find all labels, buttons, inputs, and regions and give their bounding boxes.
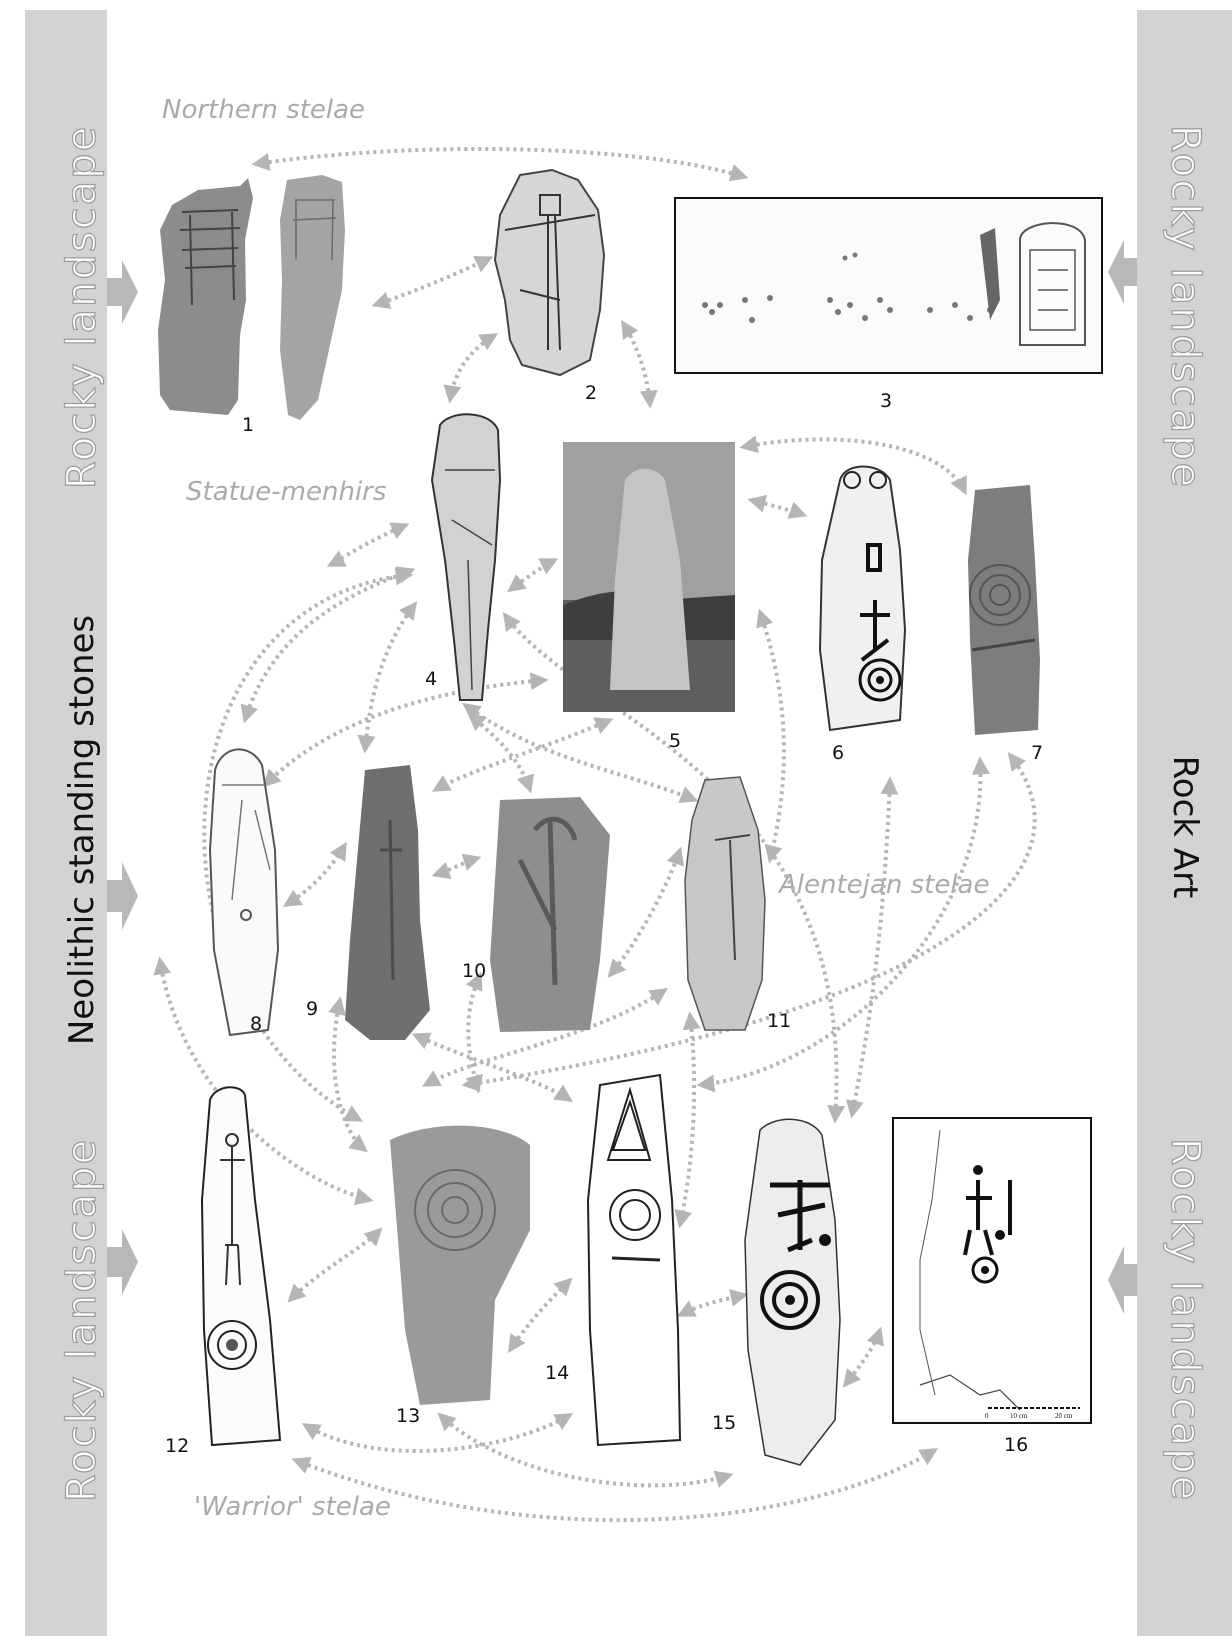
arrow-10-13 bbox=[468, 975, 480, 1090]
figure-8-stone bbox=[210, 749, 278, 1035]
figure-number-6: 6 bbox=[832, 742, 844, 764]
arrow-4-5 bbox=[510, 560, 555, 590]
figure-1-stones bbox=[158, 175, 345, 420]
figure-number-13: 13 bbox=[396, 1405, 420, 1427]
arrow-2-4 bbox=[450, 335, 495, 400]
arrow-1-3 bbox=[255, 149, 745, 177]
right-arrow-top bbox=[1108, 240, 1137, 304]
stone-1b bbox=[280, 175, 345, 420]
arrow-5-6 bbox=[751, 500, 804, 515]
figure-3-panel bbox=[675, 198, 1102, 373]
arrow-4-8 bbox=[245, 570, 412, 720]
figure-number-10: 10 bbox=[462, 960, 486, 982]
figure-7-stone bbox=[968, 485, 1040, 735]
arrow-13-15 bbox=[440, 1415, 730, 1485]
arrow-9-14 bbox=[415, 1035, 570, 1100]
arrow-12-14 bbox=[305, 1415, 570, 1451]
figure-number-9: 9 bbox=[306, 998, 318, 1020]
arrow-11-14 bbox=[680, 1015, 694, 1225]
arrow-10-11 bbox=[610, 850, 680, 975]
arrow-1-2 bbox=[375, 258, 490, 305]
stone-11 bbox=[685, 777, 765, 1030]
scale-mid: 10 cm bbox=[1010, 1412, 1028, 1420]
arrow-4-11 bbox=[465, 705, 695, 800]
figure-11-stone bbox=[685, 777, 765, 1030]
stone-15 bbox=[745, 1119, 840, 1465]
right-arrow-bottom bbox=[1108, 1246, 1137, 1314]
stone-9 bbox=[345, 765, 430, 1040]
figure-14-stone bbox=[588, 1075, 680, 1445]
scale-end: 20 cm bbox=[1055, 1412, 1073, 1420]
stone-1a bbox=[158, 178, 253, 415]
figure-10-stone bbox=[490, 797, 610, 1032]
left-arrow-bottom bbox=[107, 1229, 138, 1295]
figure-number-7: 7 bbox=[1031, 742, 1043, 764]
figure-16-panel: 0 10 cm 20 cm bbox=[893, 1118, 1091, 1423]
stone-7 bbox=[968, 485, 1040, 735]
figure-15-stone bbox=[745, 1119, 840, 1465]
figure-number-8: 8 bbox=[250, 1013, 262, 1035]
figure-5-photo bbox=[563, 442, 735, 712]
stone-13 bbox=[390, 1126, 530, 1405]
figure-4-stone bbox=[432, 414, 500, 700]
figure-number-12: 12 bbox=[165, 1435, 189, 1457]
stone-2 bbox=[495, 170, 604, 375]
arrow-5-9 bbox=[435, 720, 610, 790]
figure-number-16: 16 bbox=[1004, 1434, 1028, 1456]
figure-13-stone bbox=[390, 1126, 530, 1405]
arrow-8-9 bbox=[286, 845, 345, 905]
arrow-4-9 bbox=[365, 604, 415, 750]
figure-number-11: 11 bbox=[767, 1010, 791, 1032]
arrow-14-15 bbox=[680, 1295, 745, 1315]
arrow-15-16 bbox=[845, 1330, 880, 1385]
figure-number-4: 4 bbox=[425, 668, 437, 690]
arrow-2-5 bbox=[623, 323, 650, 405]
figure-2-stone bbox=[495, 170, 604, 375]
figure-number-3: 3 bbox=[880, 390, 892, 412]
stone-8 bbox=[210, 749, 278, 1035]
arrow-13-14 bbox=[510, 1280, 570, 1350]
arrow-6-15 bbox=[852, 780, 890, 1115]
figure-6-stone bbox=[820, 467, 905, 731]
stone-12 bbox=[202, 1087, 280, 1445]
arrow-12-13 bbox=[290, 1230, 380, 1300]
left-arrow-top bbox=[107, 260, 138, 324]
panel-16-frame bbox=[893, 1118, 1091, 1423]
left-arrow-middle bbox=[107, 862, 138, 930]
stone-4 bbox=[432, 414, 500, 700]
figure-number-5: 5 bbox=[669, 730, 681, 752]
arrow-4-mid bbox=[330, 525, 406, 565]
figure-number-1: 1 bbox=[242, 414, 254, 436]
scale-start: 0 bbox=[985, 1412, 989, 1420]
figure-9-stone bbox=[345, 765, 430, 1040]
figure-number-2: 2 bbox=[585, 382, 597, 404]
figure-number-14: 14 bbox=[545, 1362, 569, 1384]
figure-12-stone bbox=[202, 1087, 280, 1445]
arrow-4-10 bbox=[470, 715, 530, 790]
arrow-9-10 bbox=[435, 858, 478, 875]
figure-number-15: 15 bbox=[712, 1412, 736, 1434]
arrow-5-11 bbox=[760, 612, 784, 860]
